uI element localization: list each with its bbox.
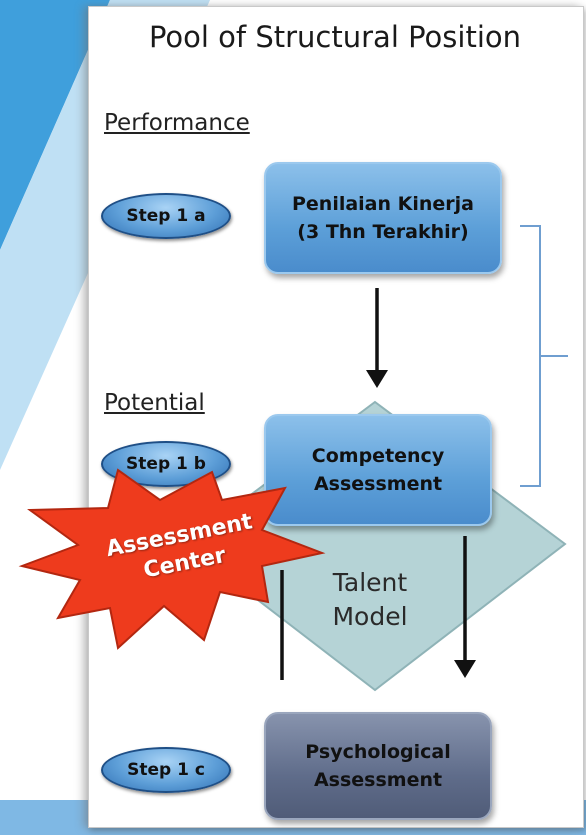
arrowhead-down-1 (366, 370, 388, 388)
penilaian-kinerja-box: Penilaian Kinerja (3 Thn Terakhir) (264, 162, 502, 274)
page-title: Pool of Structural Position (148, 20, 522, 54)
bracket (520, 225, 568, 487)
arrowhead-down-2 (454, 660, 476, 678)
psychological-assessment-box: Psychological Assessment (264, 712, 492, 820)
competency-assessment-box: Competency Assessment (264, 414, 492, 526)
step-1c-badge: Step 1 c (101, 747, 231, 793)
potential-label: Potential (104, 390, 205, 416)
step-1a-badge: Step 1 a (101, 193, 231, 239)
talent-model-label: Talent Model (332, 568, 408, 631)
performance-label: Performance (104, 110, 250, 136)
starburst-shape (18, 468, 326, 650)
